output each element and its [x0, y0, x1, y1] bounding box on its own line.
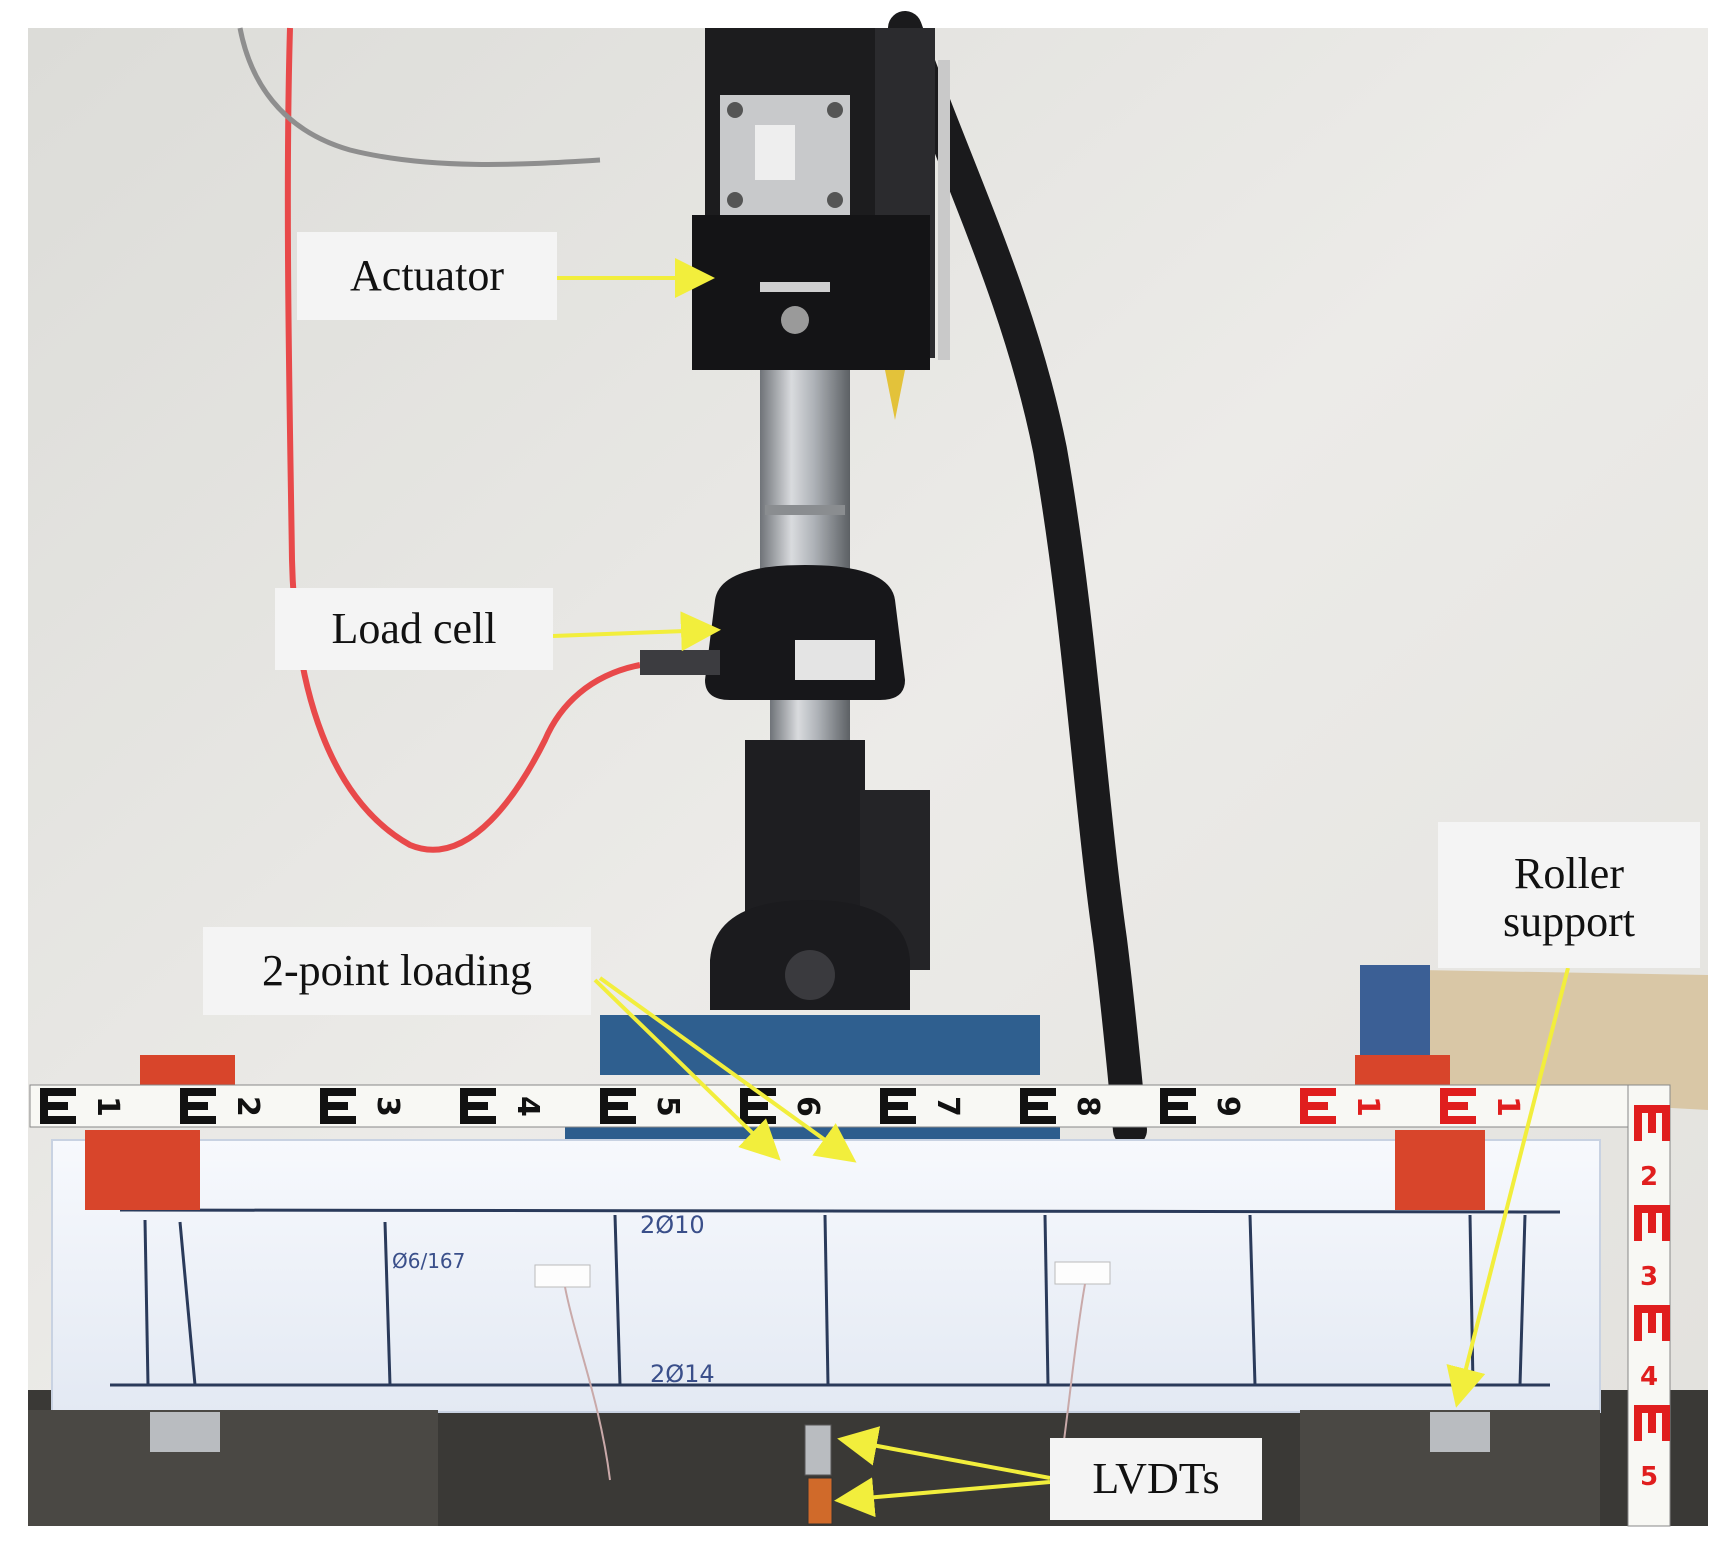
ruler-e-mark [180, 1088, 216, 1124]
stirrup-line [613, 1214, 622, 1386]
ruler-e-mark [320, 1088, 356, 1124]
ruler-number: 1 [1350, 1096, 1385, 1117]
hydraulic-hose [888, 11, 1147, 1147]
stirrup-line [178, 1221, 197, 1386]
lvdt-upper [804, 1424, 832, 1476]
roller-support-label-line2: support [1503, 897, 1635, 946]
actuator-plate-hole [781, 306, 809, 334]
lvdt-arrow-upper [837, 1426, 1051, 1480]
pedestal-left [28, 1410, 438, 1526]
guide-rod [938, 60, 950, 360]
two-point-arrow-right [598, 976, 857, 1163]
strain-gauge [534, 1264, 591, 1288]
valve-bolt [727, 102, 743, 118]
stirrup-line [1518, 1214, 1527, 1386]
valve-bolt [827, 102, 843, 118]
ruler-e-mark [1440, 1088, 1476, 1124]
ruler-e-mark [740, 1088, 776, 1124]
ruler-e-mark [1634, 1305, 1670, 1341]
lower-column [745, 740, 865, 930]
actuator-plate-slot [760, 282, 830, 292]
ruler-e-mark [1020, 1088, 1056, 1124]
stirrup-line [143, 1219, 150, 1386]
ruler-e-mark [1634, 1205, 1670, 1241]
stirrup-line [383, 1221, 392, 1386]
load-cell-label [795, 640, 875, 680]
ruler-e-mark [1634, 1405, 1670, 1441]
valve-bolt [727, 192, 743, 208]
ruler-number: 1 [1490, 1096, 1525, 1117]
ruler-e-mark [40, 1088, 76, 1124]
beam-marking-bottom-rebar: 2Ø14 [650, 1360, 715, 1388]
actuator-plate [692, 215, 930, 370]
lvdts-label: LVDTs [1050, 1438, 1262, 1520]
yellow-tag [885, 370, 905, 420]
stirrup-line [823, 1214, 830, 1386]
ruler-e-mark [460, 1088, 496, 1124]
roller-right [1430, 1412, 1490, 1452]
hinge-pin [785, 950, 835, 1000]
red-cable [284, 27, 641, 853]
lvdt-arrow-lower [834, 1477, 1051, 1518]
support-block-right [1395, 1130, 1485, 1210]
ruler-number: 2 [1640, 1162, 1658, 1192]
ruler-e-mark [1634, 1105, 1670, 1141]
wooden-board [1420, 970, 1708, 1110]
photo: 2Ø10 Ø6/167 2Ø14 1 2 3 4 5 6 7 8 9 1 1 2 3 4 5 [28, 11, 1708, 1527]
stirrup-line [1468, 1214, 1475, 1386]
ruler-number: 5 [1640, 1462, 1658, 1492]
lvdt-lower [807, 1477, 833, 1525]
ruler-number: 2 [230, 1096, 265, 1117]
ruler-e-mark [880, 1088, 916, 1124]
support-block-left [85, 1130, 200, 1210]
load-cell-connector [640, 650, 720, 675]
ruler-number: 4 [1640, 1362, 1658, 1392]
two-point-arrow-left [593, 978, 781, 1161]
gauge-wire [564, 1286, 611, 1481]
ruler-number: 1 [90, 1096, 125, 1117]
ruler-e-mark [1300, 1088, 1336, 1124]
roller-support-label-line1: Roller [1514, 848, 1624, 898]
piston-rod [760, 370, 850, 570]
steel-base-plate [600, 1015, 1040, 1075]
stirrup-line [1248, 1214, 1257, 1386]
valve-block-detail [755, 125, 795, 180]
ruler-number: 5 [650, 1096, 685, 1117]
grey-cable [237, 27, 601, 167]
stirrup-line [1043, 1214, 1050, 1386]
ruler-number: 6 [790, 1096, 825, 1117]
valve-bolt [827, 192, 843, 208]
ruler-number: 3 [1640, 1262, 1658, 1292]
roller-support-label: Roller support [1438, 822, 1700, 968]
beam-marking-stirrups: Ø6/167 [392, 1249, 465, 1273]
piston-ring [765, 505, 845, 515]
ruler-e-mark [600, 1088, 636, 1124]
ruler-number: 8 [1070, 1096, 1105, 1117]
ruler-e-mark [1160, 1088, 1196, 1124]
two-point-loading-label: 2-point loading [203, 927, 591, 1015]
load-cell-arrow [552, 611, 721, 652]
ruler-ticks: 1 2 3 4 5 6 7 8 9 1 1 [40, 1088, 1525, 1124]
actuator-label: Actuator [297, 232, 557, 320]
measuring-staff-vertical: 2 3 4 5 [1627, 1084, 1671, 1527]
lower-ring [770, 700, 850, 740]
ruler-number: 9 [1210, 1096, 1245, 1117]
beam-marking-top-rebar: 2Ø10 [640, 1211, 705, 1239]
ruler-number: 4 [510, 1096, 545, 1117]
strain-gauge [1054, 1261, 1111, 1285]
beam-top-line [119, 1208, 1561, 1214]
ruler-number: 3 [370, 1096, 405, 1117]
measuring-staff-horizontal: 1 2 3 4 5 6 7 8 9 1 1 [29, 1084, 1671, 1128]
ruler-number: 7 [930, 1096, 965, 1117]
load-cell-label: Load cell [275, 588, 553, 670]
roller-support-arrow [1446, 967, 1570, 1408]
roller-left [150, 1412, 220, 1452]
